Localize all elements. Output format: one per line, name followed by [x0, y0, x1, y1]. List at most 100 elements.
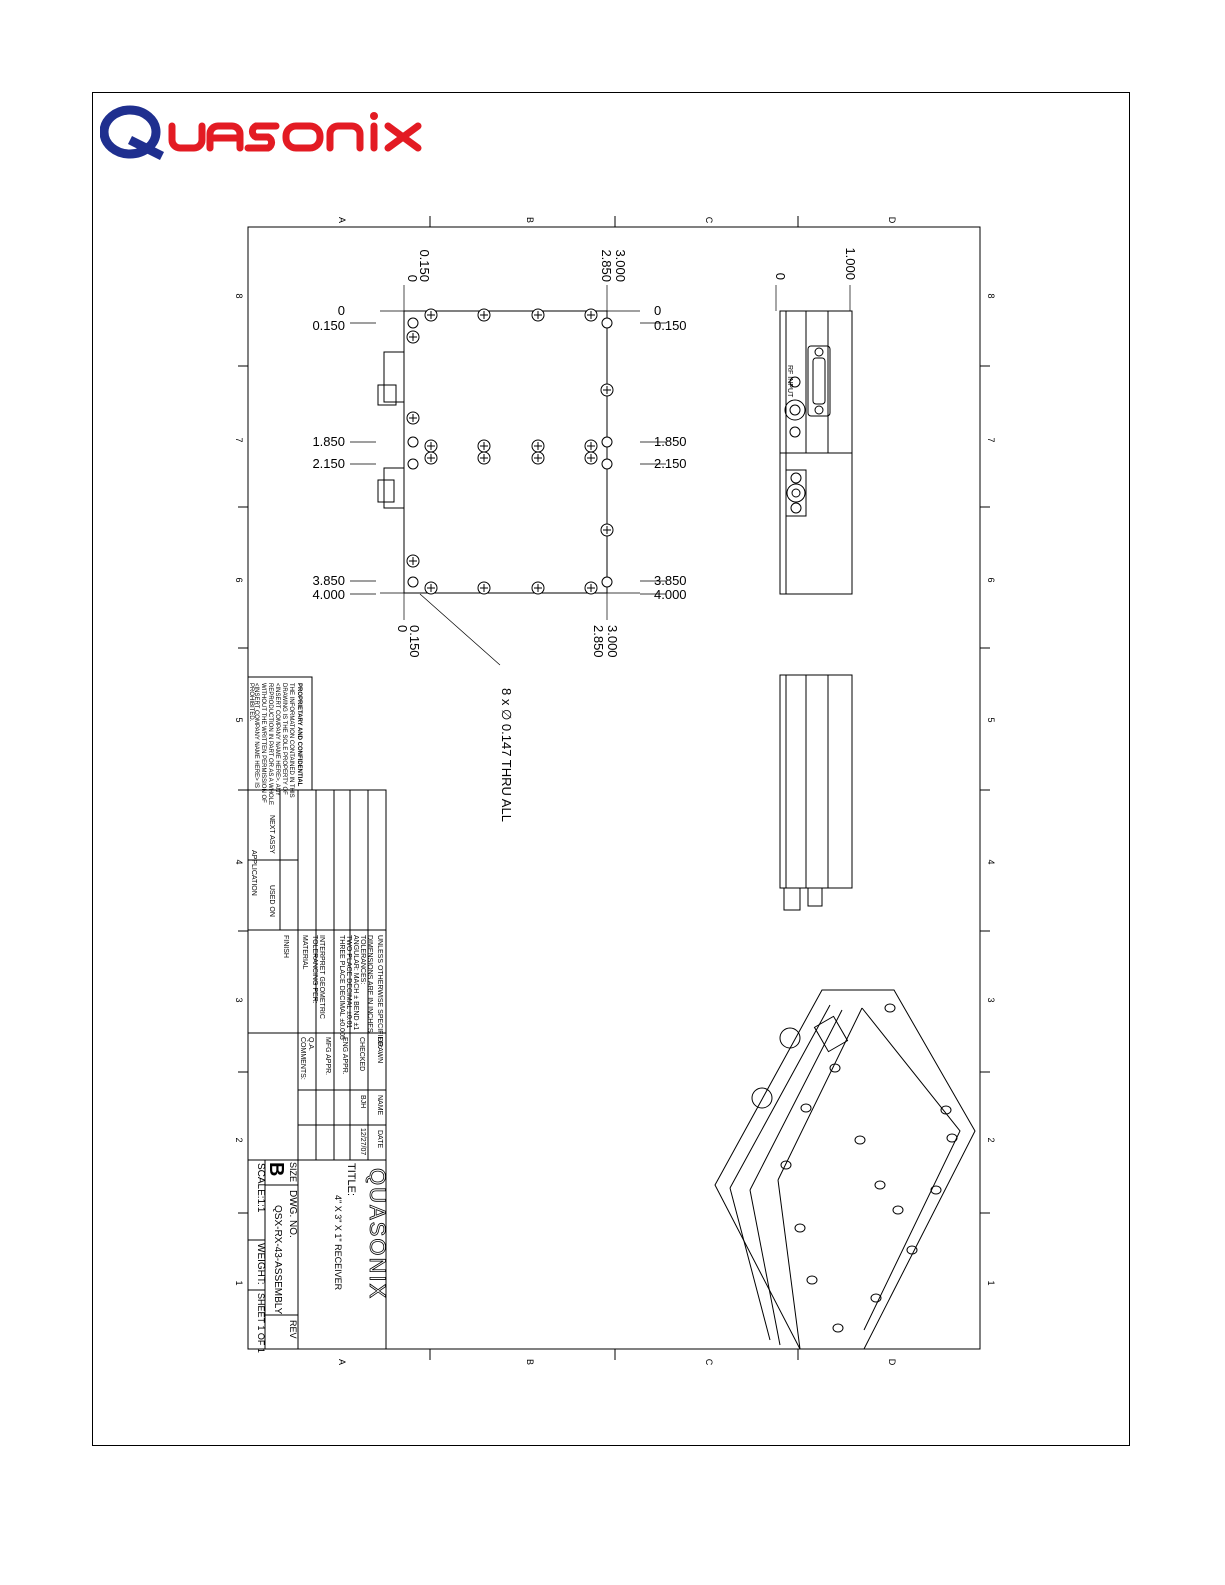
- screw-slot: [603, 386, 611, 394]
- screw-slot: [603, 526, 611, 534]
- mounting-hole: [407, 317, 419, 329]
- dim-right-0: 0: [654, 303, 661, 318]
- spec-line-3: TOLERANCES:: [359, 935, 366, 984]
- title-block-logo: QUASONIX: [365, 1168, 390, 1300]
- screw-slot: [534, 454, 542, 462]
- zone-row-a: A: [337, 217, 347, 223]
- side-dim-1000: 1.000: [843, 247, 858, 280]
- plan-holes: [406, 308, 614, 595]
- iso-screw: [946, 1133, 958, 1143]
- spec-line-1: UNLESS OTHERWISE SPECIFIED:: [376, 935, 383, 1048]
- zone-row-d: D: [887, 217, 897, 224]
- iso-screw: [829, 1063, 841, 1073]
- spec-line-6: THREE PLACE DECIMAL ±0.005: [338, 935, 345, 1040]
- dim-left-1850: 1.850: [312, 434, 345, 449]
- dim-top-0: 0: [405, 275, 420, 282]
- zone-col-1: 1: [234, 1280, 244, 1285]
- dim-top-0150: 0.150: [417, 249, 432, 282]
- zone-row-b-bottom: B: [525, 1359, 535, 1365]
- zone-col-8: 8: [234, 293, 244, 298]
- screw-slot: [534, 584, 542, 592]
- rf-input-label: RF INPUT: [786, 365, 793, 398]
- drawn-date: 12/27/07: [359, 1128, 366, 1155]
- application-label: APPLICATION: [250, 850, 257, 896]
- iso-screw: [884, 1003, 896, 1013]
- zone-col-2: 2: [234, 1137, 244, 1142]
- iso-screw: [854, 1135, 866, 1145]
- screw-slot: [427, 442, 435, 450]
- approvals-date-header: DATE: [376, 1130, 383, 1148]
- iso-screw: [892, 1205, 904, 1215]
- screw-slot: [534, 442, 542, 450]
- logo-q: [100, 105, 165, 160]
- approval-mfg: MFG APPR.: [324, 1037, 331, 1075]
- weight-label: WEIGHT:: [255, 1243, 266, 1285]
- iso-screw: [874, 1180, 886, 1190]
- finish-label: FINISH: [282, 935, 289, 958]
- size-value: B: [265, 1162, 287, 1176]
- interpret-line-1: INTERPRET GEOMETRIC: [318, 935, 325, 1019]
- screw-slot: [409, 557, 417, 565]
- dim-bottom-0: 0: [395, 625, 410, 632]
- screw-slot: [427, 311, 435, 319]
- material-label: MATERIAL: [301, 935, 308, 970]
- zone-col-4: 4: [234, 859, 244, 864]
- title-label: TITLE:: [345, 1163, 357, 1196]
- zone-row-b: B: [525, 217, 535, 223]
- zone-col-6: 6: [234, 577, 244, 582]
- approval-checked: CHECKED: [358, 1037, 365, 1071]
- zone-col-2-right: 2: [986, 1137, 996, 1142]
- iso-screw: [780, 1160, 792, 1170]
- screw-slot: [587, 584, 595, 592]
- screw-slot: [534, 311, 542, 319]
- proprietary-heading: PROPRIETARY AND CONFIDENTIAL: [296, 683, 302, 787]
- logo-letters: [168, 122, 422, 152]
- mounting-hole: [407, 436, 419, 448]
- side-view-bottom: [779, 674, 853, 911]
- dim-right-0150: 0.150: [654, 318, 687, 333]
- approvals-name-header: NAME: [376, 1095, 383, 1116]
- zone-row-a-bottom: A: [337, 1359, 347, 1365]
- screw-slot: [427, 584, 435, 592]
- dim-left-0: 0: [338, 303, 345, 318]
- approval-qa: Q.A.: [307, 1037, 314, 1051]
- screw-slot: [427, 454, 435, 462]
- dim-left-0150: 0.150: [312, 318, 345, 333]
- drawing-title: 4" X 3" X 1" RECEIVER: [333, 1195, 343, 1291]
- rev-label: REV: [288, 1320, 298, 1339]
- spec-line-2: DIMENSIONS ARE IN INCHES: [366, 935, 373, 1033]
- zone-col-3-right: 3: [986, 997, 996, 1002]
- dim-right-4000: 4.000: [654, 587, 687, 602]
- iso-screw: [800, 1103, 812, 1113]
- screw-slot: [480, 454, 488, 462]
- screw-slot: [480, 311, 488, 319]
- zone-col-1-right: 1: [986, 1280, 996, 1285]
- mounting-hole: [407, 576, 419, 588]
- zone-col-6-right: 6: [986, 577, 996, 582]
- used-on-label: USED ON: [268, 885, 275, 917]
- spec-line-4: ANGULAR: MACH ± BEND ±1: [352, 935, 359, 1030]
- iso-screw: [930, 1185, 942, 1195]
- iso-screw: [806, 1275, 818, 1285]
- page-border: [92, 92, 1130, 1446]
- size-label: SIZE: [288, 1162, 298, 1182]
- sheet-value: SHEET 1 OF 1: [256, 1293, 266, 1353]
- zone-col-8-right: 8: [986, 293, 996, 298]
- dim-right-3850: 3.850: [654, 573, 687, 588]
- mounting-hole: [601, 436, 613, 448]
- iso-screw: [870, 1293, 882, 1303]
- zone-col-7: 7: [234, 437, 244, 442]
- zone-col-5: 5: [234, 717, 244, 722]
- zone-row-c: C: [704, 217, 714, 224]
- proprietary-line-3: <INSERT COMPANY NAME HERE>. ANY: [274, 683, 280, 796]
- quasonix-logo: [100, 105, 422, 160]
- mounting-hole: [601, 458, 613, 470]
- dwg-no: QSX-RX-43-ASSEMBLY: [272, 1205, 283, 1315]
- dim-right-2150: 2.150: [654, 456, 687, 471]
- screw-slot: [587, 311, 595, 319]
- zone-col-7-right: 7: [986, 437, 996, 442]
- dim-left-4000: 4.000: [312, 587, 345, 602]
- next-assy-label: NEXT ASSY: [268, 815, 275, 854]
- approval-drawn: DRAWN: [376, 1037, 383, 1063]
